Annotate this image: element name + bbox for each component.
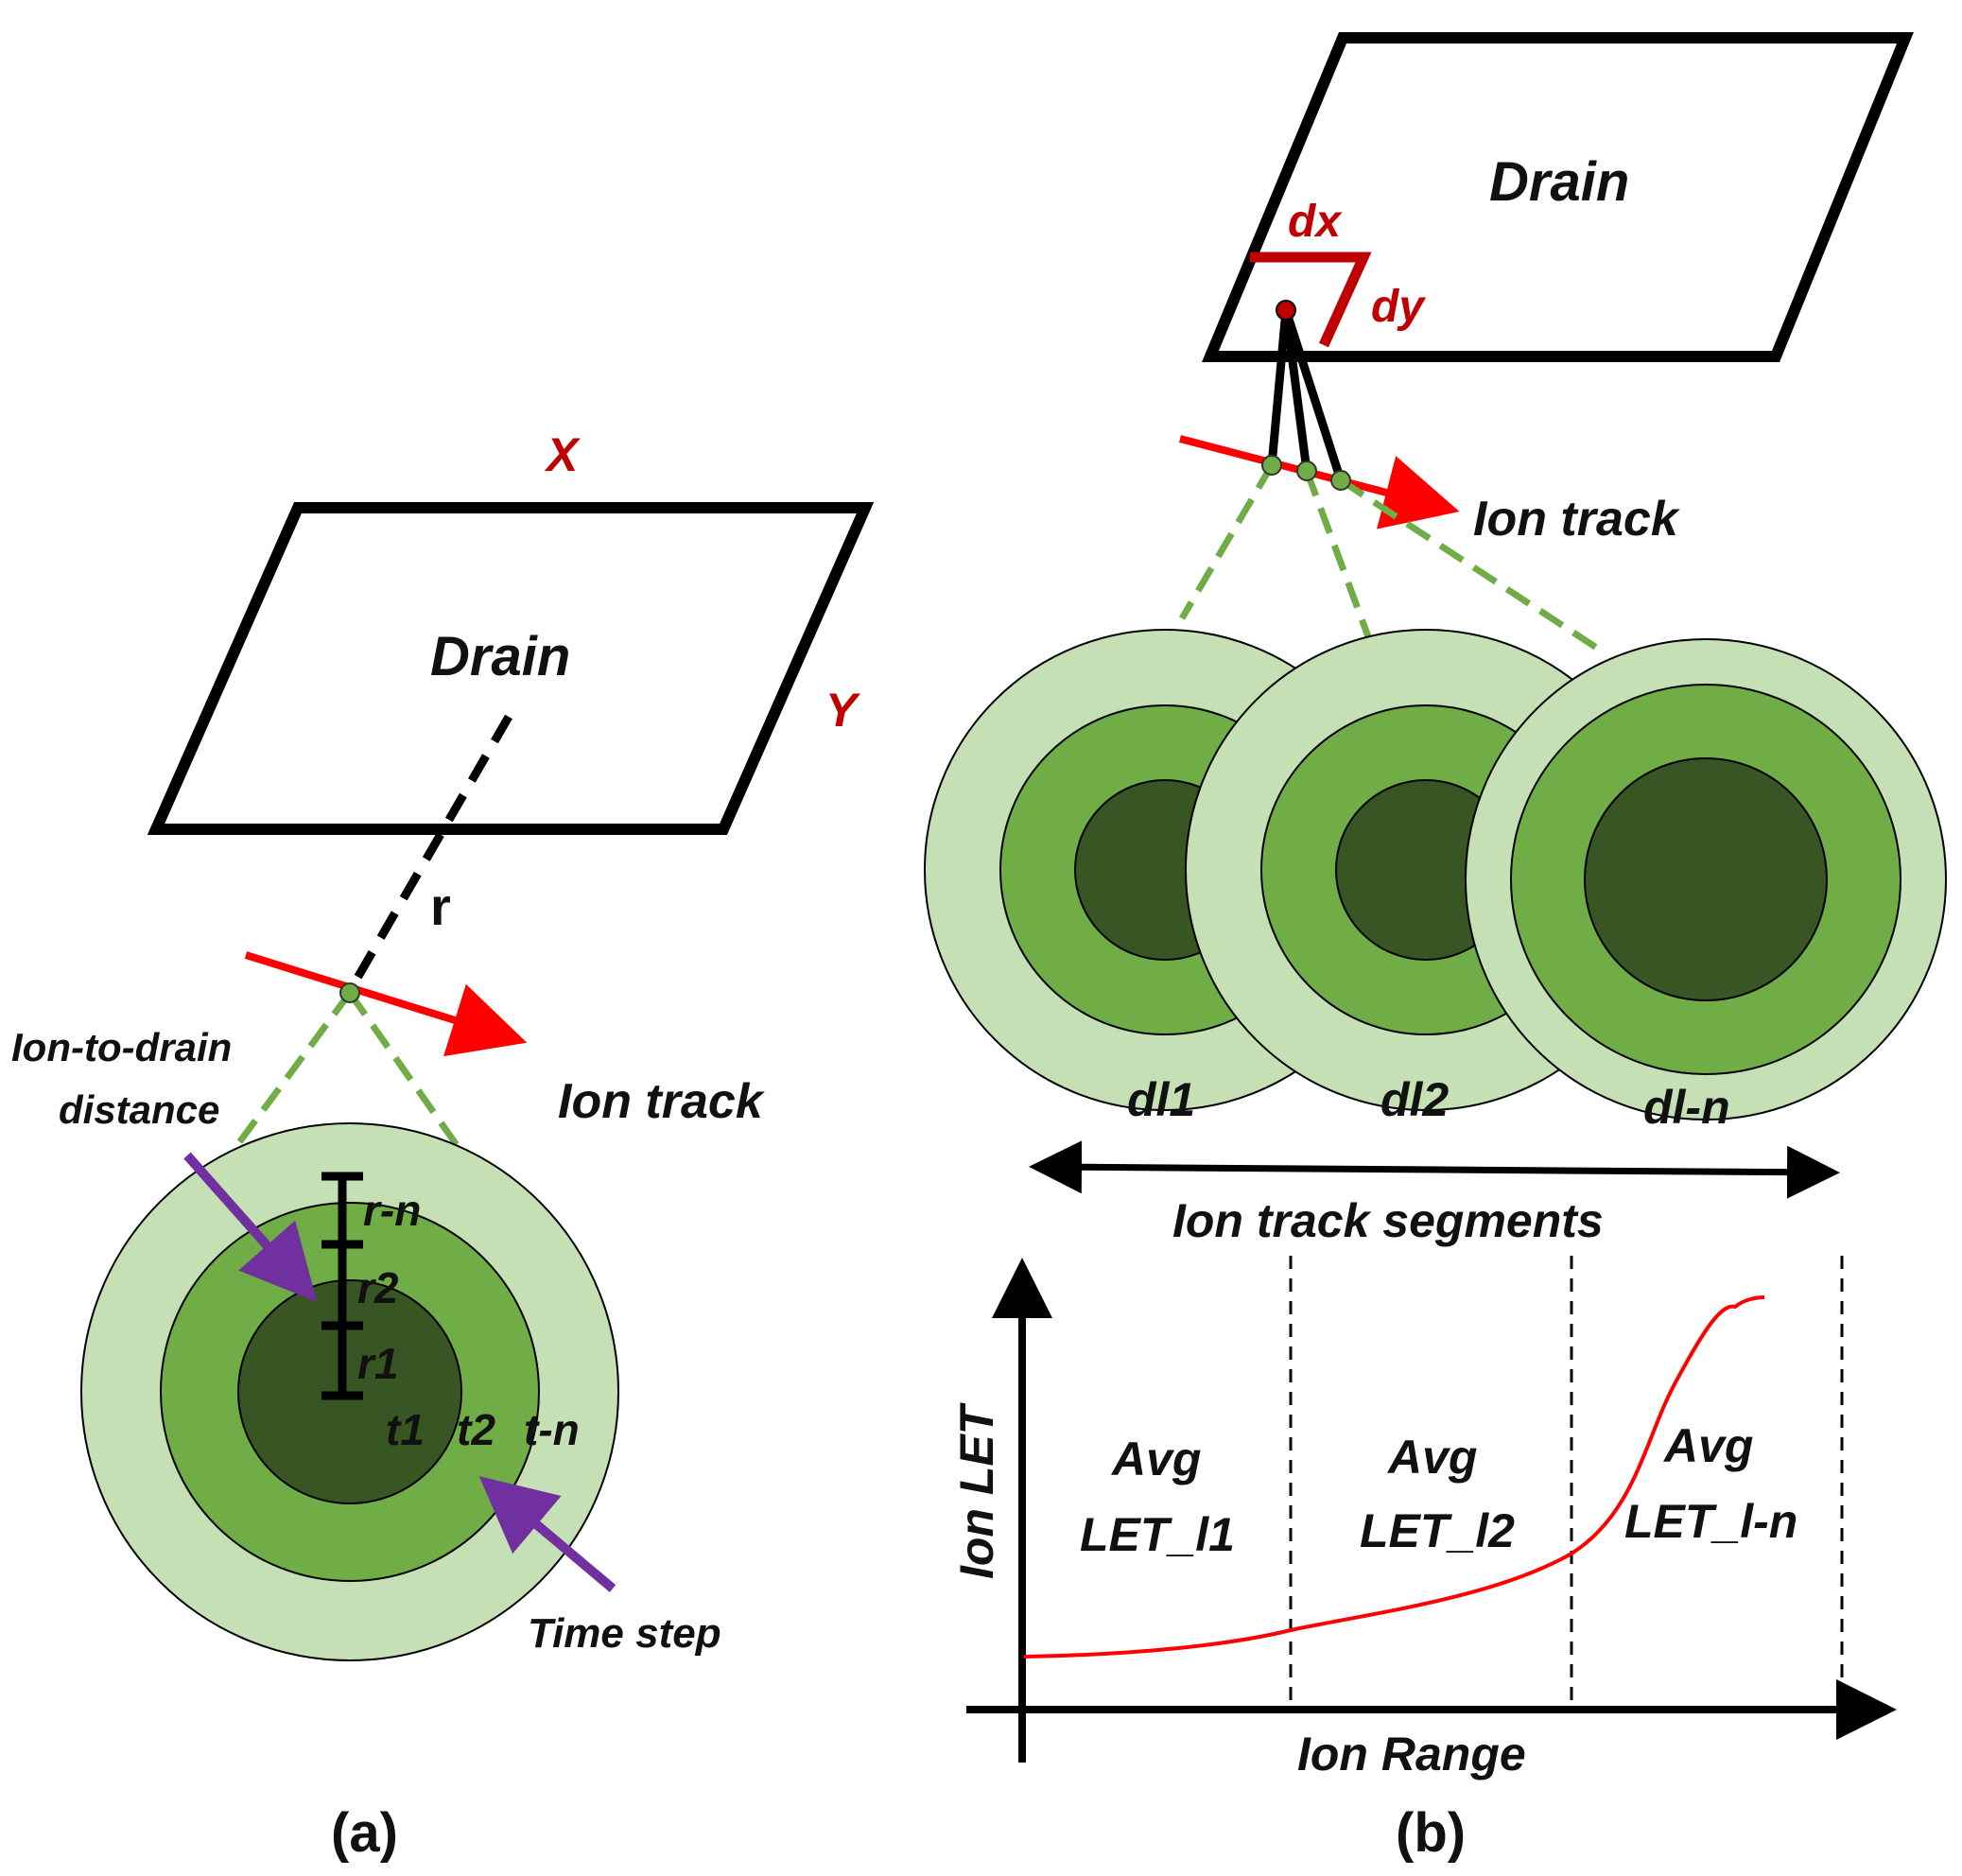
segment-disk-n bbox=[1465, 638, 1947, 1120]
panel-b: Drain dx dy Ion track bbox=[924, 32, 1947, 1864]
segments-axis-label: Ion track segments bbox=[1172, 1194, 1604, 1247]
ion-to-drain-label-line1: Ion-to-drain bbox=[11, 1025, 232, 1069]
axis-x-label: X bbox=[544, 428, 581, 481]
panel-b-caption: (b) bbox=[1396, 1802, 1466, 1864]
ion-track-arrow-a bbox=[244, 951, 528, 1057]
let-plot-ylabel: Ion LET bbox=[950, 1401, 1003, 1579]
region-label-2-line2: LET_l2 bbox=[1360, 1504, 1515, 1557]
dx-label: dx bbox=[1288, 197, 1343, 247]
region-label-n-line1: Avg bbox=[1662, 1419, 1753, 1472]
time-label-tn: t-n bbox=[524, 1405, 580, 1454]
ion-to-drain-pointer-arrow bbox=[183, 1152, 318, 1302]
region-label-1-line1: Avg bbox=[1110, 1433, 1201, 1485]
let-plot: Ion LET Ion Range Avg LET_l1 Avg LET_l2 … bbox=[950, 1256, 1897, 1780]
ion-track-label-b: Ion track bbox=[1473, 492, 1681, 547]
ion-track-label-a: Ion track bbox=[558, 1074, 766, 1129]
dx-dy-corner-marker bbox=[1250, 252, 1372, 348]
ion-to-drain-label-line2: distance bbox=[59, 1087, 219, 1132]
segments-double-arrow bbox=[1029, 1140, 1840, 1199]
radius-ruler bbox=[321, 1172, 363, 1400]
time-label-t1: t1 bbox=[386, 1405, 425, 1454]
drain-to-track-lines bbox=[1267, 308, 1346, 482]
let-plot-xlabel: Ion Range bbox=[1297, 1728, 1526, 1780]
region-label-1-line2: LET_l1 bbox=[1080, 1508, 1235, 1561]
segment-label-dl2: dl2 bbox=[1380, 1073, 1449, 1126]
radius-label-r2: r2 bbox=[357, 1263, 399, 1312]
segment-label-dln: dl-n bbox=[1643, 1081, 1730, 1134]
axis-y-label: Y bbox=[825, 684, 861, 737]
region-label-n-line2: LET_l-n bbox=[1624, 1495, 1797, 1548]
let-plot-region-dividers bbox=[1289, 1256, 1844, 1710]
radius-label-r1: r1 bbox=[357, 1339, 398, 1388]
time-label-t2: t2 bbox=[457, 1405, 495, 1454]
dy-label: dy bbox=[1371, 282, 1426, 332]
panel-a: Drain X Y r Ion track r-n r2 r1 t1 t2 bbox=[11, 428, 875, 1864]
radius-label-rn: r-n bbox=[363, 1186, 421, 1235]
segment-label-dl1: dl1 bbox=[1127, 1073, 1195, 1126]
ion-to-drain-dashed-line bbox=[346, 714, 512, 994]
ion-track-point-a bbox=[339, 982, 360, 1003]
drain-reference-point bbox=[1276, 300, 1296, 321]
projection-lines-b bbox=[1178, 463, 1600, 651]
drain-plate-b bbox=[1202, 32, 1914, 362]
region-label-2-line1: Avg bbox=[1386, 1431, 1477, 1484]
let-curve bbox=[1023, 1295, 1765, 1659]
track-points-b bbox=[1261, 455, 1351, 491]
time-step-pointer-arrow bbox=[478, 1476, 616, 1592]
time-step-label: Time step bbox=[528, 1610, 721, 1657]
drain-plate-a bbox=[147, 502, 875, 835]
r-label: r bbox=[430, 877, 451, 936]
drain-label-b: Drain bbox=[1489, 151, 1629, 213]
panel-a-caption: (a) bbox=[331, 1802, 398, 1864]
drain-label-a: Drain bbox=[430, 626, 570, 687]
